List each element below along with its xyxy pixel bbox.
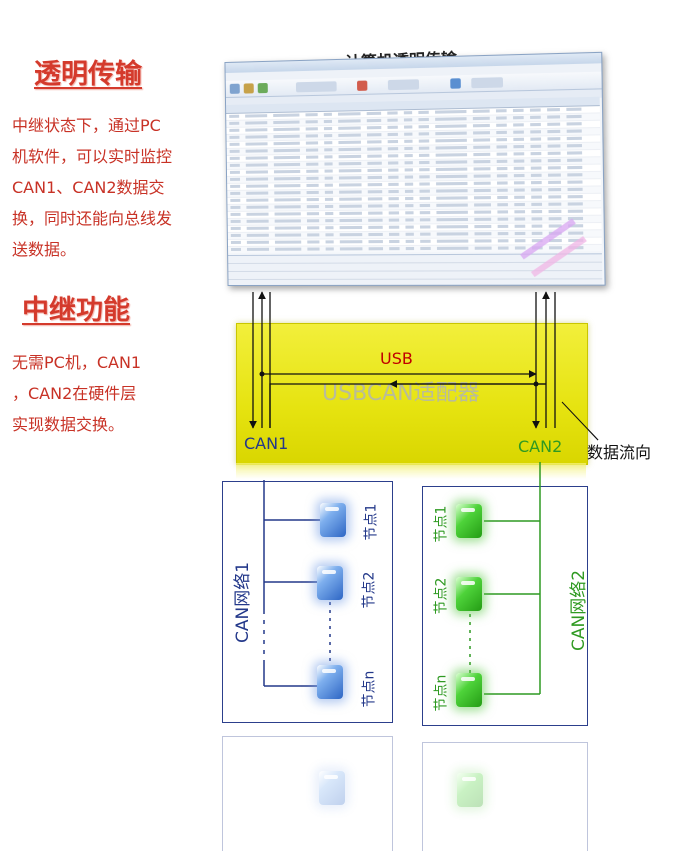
relay-function-title: 中继功能 [22,295,130,326]
description-line: 换，同时还能向总线发 [12,209,173,228]
adapter-name: USBCAN适配器 [322,381,480,406]
can2-node-2 [456,577,482,611]
can2-node-1 [456,504,482,538]
transparent-transfer-description: 中继状态下，通过PC 机软件，可以实时监控 CAN1、CAN2数据交 换，同时还… [12,110,212,265]
transparent-transfer-title: 透明传输 [34,59,142,90]
can-network-2-reflection [422,742,588,851]
can1-label: CAN1 [244,434,289,453]
description-line: ，CAN2在硬件层 [12,384,137,403]
data-flow-label: 数据流向 [587,443,652,462]
can1-node-n [317,665,343,699]
adapter-shadow [236,463,586,479]
can1-node-2 [317,566,343,600]
can2-node-n [456,673,482,707]
can2-node-2-label: 节点2 [433,577,450,615]
description-line: 机软件，可以实时监控 [12,147,173,166]
description-line: CAN1、CAN2数据交 [12,178,165,197]
description-line: 中继状态下，通过PC [12,116,161,135]
can2-node-n-label: 节点n [433,674,450,712]
relay-function-description: 无需PC机，CAN1 ，CAN2在硬件层 实现数据交换。 [12,347,212,440]
can2-node-1-label: 节点1 [433,505,450,543]
description-line: 送数据。 [12,240,77,259]
can-network-2-box [422,486,588,726]
reflection-node [457,773,483,807]
can-network-1-reflection [222,736,393,851]
description-line: 实现数据交换。 [12,415,125,434]
usb-label: USB [380,349,413,368]
description-line: 无需PC机，CAN1 [12,353,142,372]
can-network-2-label: CAN网络2 [569,569,590,652]
can1-node-1 [320,503,346,537]
reflection-node [319,771,345,805]
can2-label: CAN2 [518,437,563,456]
can-network-1-box [222,481,393,723]
